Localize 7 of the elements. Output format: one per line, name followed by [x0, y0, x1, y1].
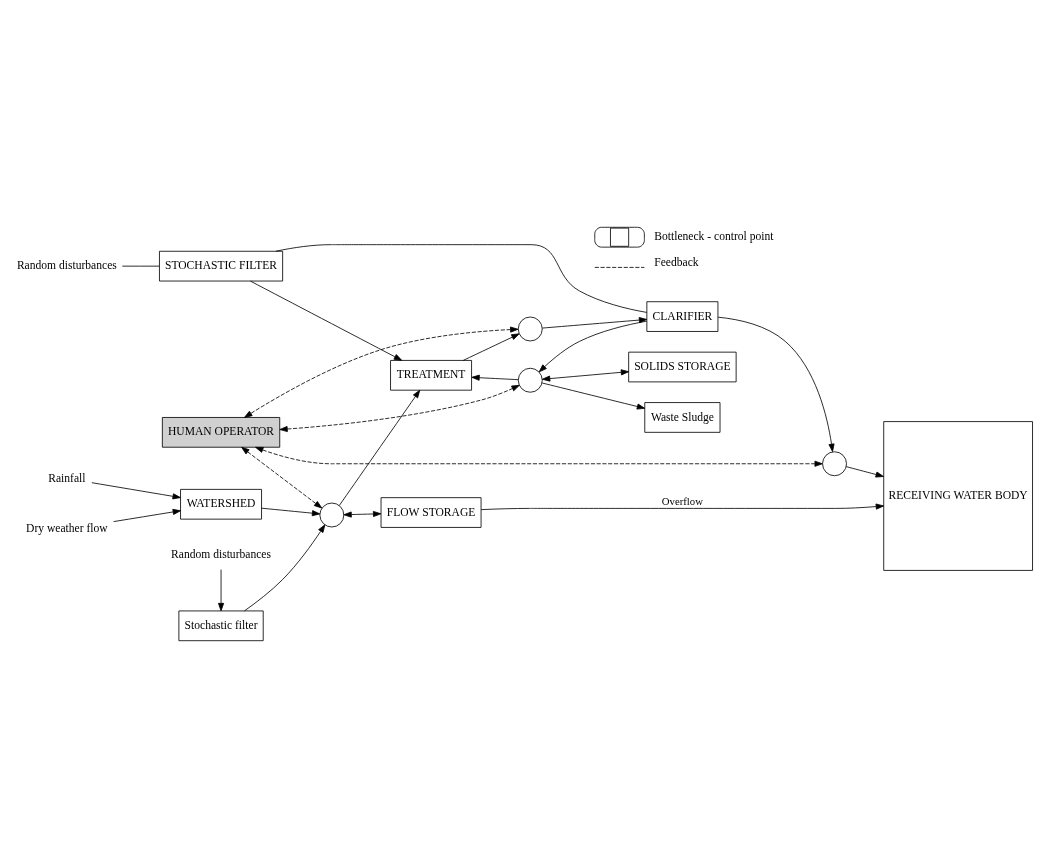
node-text: Rainfall: [48, 471, 86, 485]
node-text: Random disturbances: [16, 259, 117, 273]
edge-label: Overflow: [661, 495, 703, 508]
node-text: Random disturbances: [171, 547, 271, 561]
legend-label: Feedback: [654, 256, 699, 270]
node-text: Dry weather flow: [26, 522, 108, 536]
legend-label: Bottleneck - control point: [654, 230, 774, 244]
